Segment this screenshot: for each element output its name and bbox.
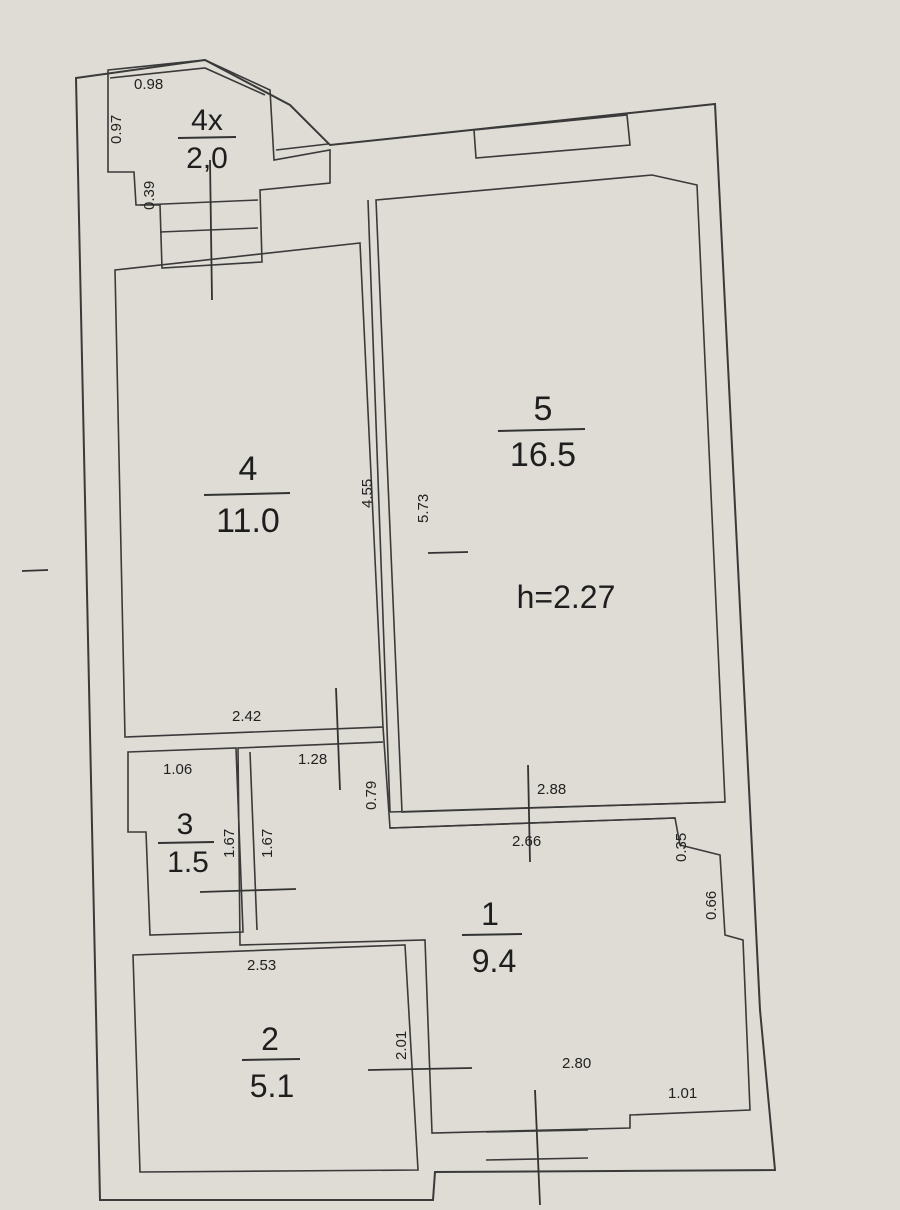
dim-room2-height: 2.01 [393,1031,410,1060]
room-5-area: 16.5 [510,436,576,474]
corridor-line [389,801,726,813]
room-4-outline [114,242,384,738]
stray-mark [21,569,49,572]
room-2-outline [132,944,419,1173]
room-4-number: 4 [239,450,258,488]
room-5-left-wall-outer [367,199,391,813]
dim-hall-width: 2.80 [562,1055,591,1072]
room-5-top-wall [473,114,631,159]
room-5-mark [427,551,469,554]
dim-room2-width: 2.53 [247,957,276,974]
dim-right-step-2: 0.66 [703,891,720,920]
dim-room3-width: 1.06 [163,761,192,778]
room-4x-area: 2,0 [186,142,228,175]
entry-threshold-2 [485,1157,589,1161]
ceiling-height: h=2.27 [517,579,616,615]
room-1-area: 9.4 [472,943,516,979]
outer-wall [74,58,777,1201]
dim-corridor-width: 2.66 [512,833,541,850]
door-mark-room5 [527,764,531,863]
room-3-area: 1.5 [167,846,209,879]
dim-hall-top: 1.28 [298,751,327,768]
room-1-outline [237,726,751,1134]
room-5-fraction-bar [497,428,586,432]
room-5-outline [375,174,726,813]
door-mark-room4 [335,687,341,791]
dim-hall-notch: 0.79 [363,781,380,810]
dim-balcony-depth: 0.97 [108,115,125,144]
room-3-fraction-bar [157,841,215,844]
room-1-fraction-bar [461,933,523,936]
room-4x-fraction-bar [177,136,237,139]
dim-right-step-1: 0.35 [673,833,690,862]
room-3-number: 3 [177,808,194,841]
dim-room4-width: 2.42 [232,708,261,725]
room-4-area: 11.0 [216,502,280,540]
dim-room5-height: 5.73 [415,494,432,523]
room-3-wall-line [249,751,258,931]
door-mark-room2 [367,1067,473,1071]
dim-room3-height-left: 1.67 [221,829,238,858]
room-3-outline [127,747,244,936]
room-1-number: 1 [481,896,499,932]
dim-hall-step: 1.01 [668,1085,697,1102]
balcony-outline [107,59,331,269]
door-mark-room3 [199,888,297,893]
balcony-inner-line [109,67,329,233]
dim-room4-height: 4.55 [359,479,376,508]
room-4x-number: 4x [191,104,223,137]
dim-room5-width: 2.88 [537,781,566,798]
room-2-number: 2 [261,1021,279,1057]
entry-threshold [485,1129,589,1133]
door-mark-entry [534,1089,541,1206]
dim-balcony-step: 0.39 [141,181,158,210]
dim-room3-height-right: 1.67 [259,829,276,858]
dim-balcony-width: 0.98 [134,76,163,93]
room-4-fraction-bar [203,492,291,496]
room-2-area: 5.1 [250,1068,294,1104]
room-5-number: 5 [534,390,553,428]
balcony-door-line [209,159,213,301]
room-2-fraction-bar [241,1058,301,1061]
corridor-line-2 [389,817,676,829]
